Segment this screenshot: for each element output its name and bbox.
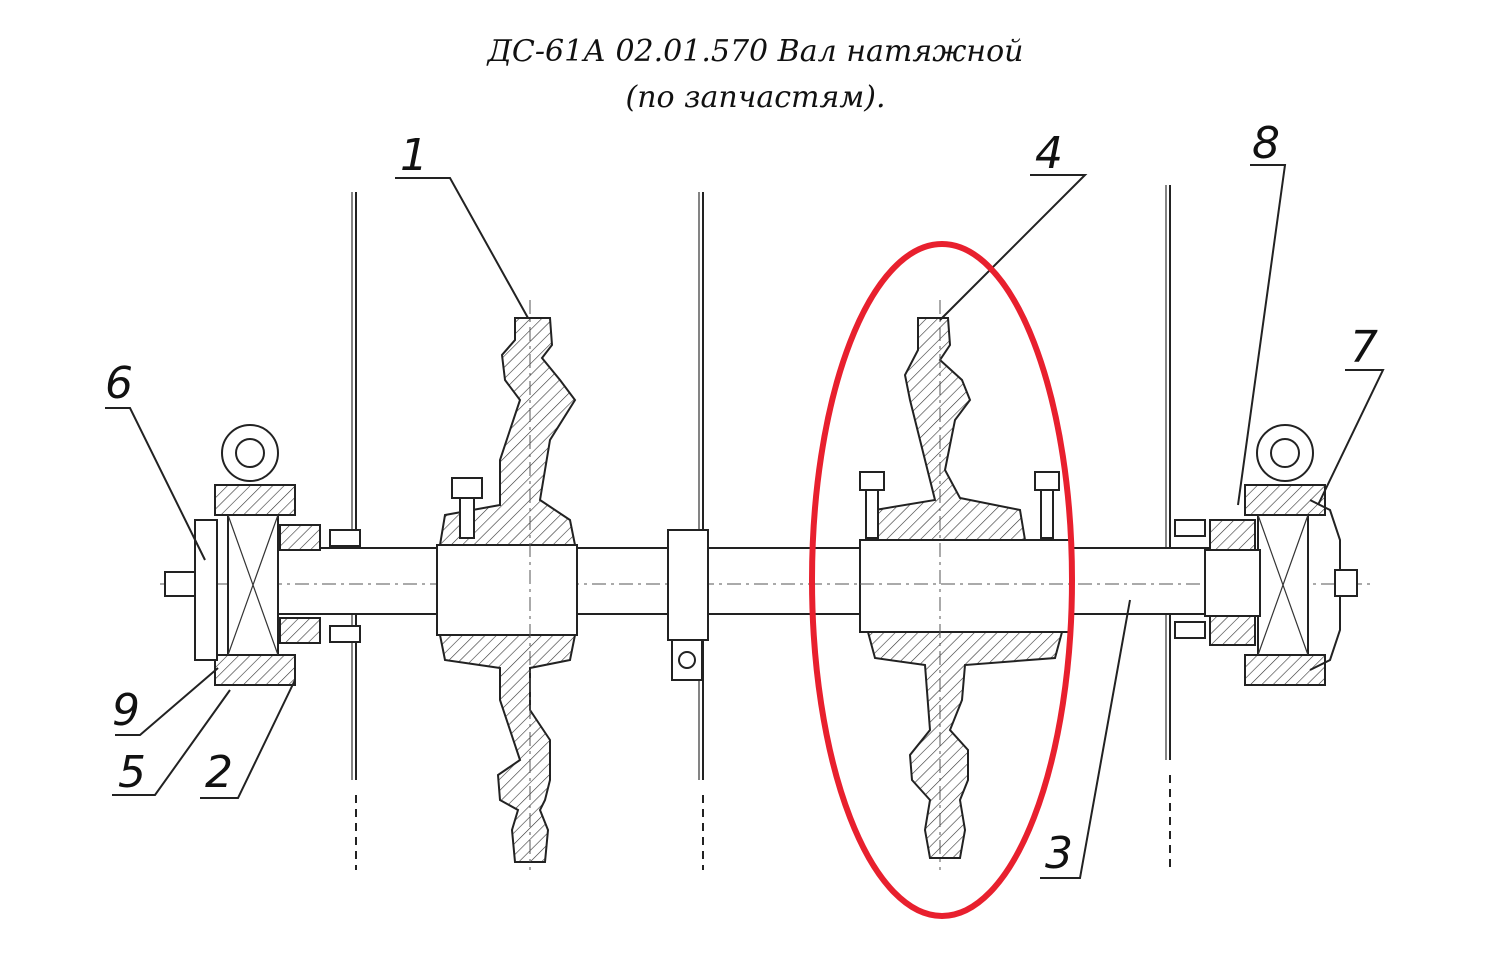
callout-8: 8 xyxy=(1252,118,1280,169)
left-bearing-housing xyxy=(164,424,361,686)
callout-6: 6 xyxy=(105,358,133,409)
highlight-ellipse xyxy=(809,241,1075,919)
callout-2: 2 xyxy=(205,747,233,798)
callout-4: 4 xyxy=(1035,128,1063,179)
shaft xyxy=(160,547,1370,615)
chain-lines xyxy=(351,185,1171,870)
callout-leaders xyxy=(105,164,1385,879)
callout-1: 1 xyxy=(400,130,428,181)
callout-7: 7 xyxy=(1350,322,1378,373)
callout-9: 9 xyxy=(112,685,140,736)
callout-3: 3 xyxy=(1045,828,1073,879)
callout-5: 5 xyxy=(118,747,146,798)
right-bearing-housing xyxy=(1174,424,1358,686)
sprocket-4 xyxy=(859,300,1071,870)
sprocket-1 xyxy=(436,300,578,870)
drawing-title: ДС-61А 02.01.570 Вал натяжной xyxy=(487,34,1024,69)
callout-labels: 1 2 3 4 5 6 7 8 9 xyxy=(105,118,1378,879)
coupling xyxy=(667,529,709,681)
drawing-subtitle: (по запчастям). xyxy=(625,80,886,115)
